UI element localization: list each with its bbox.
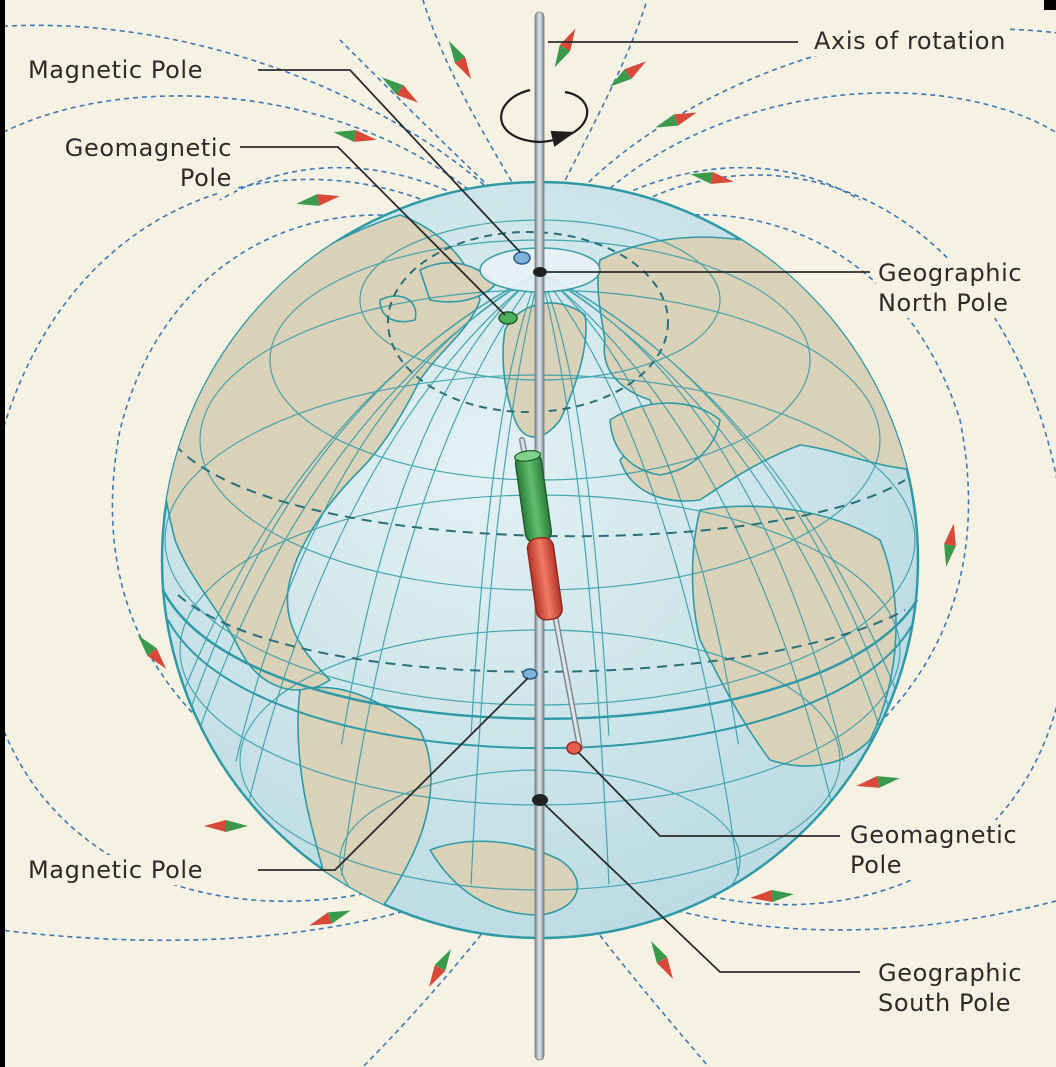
rotation-arrow-icon bbox=[500, 88, 589, 147]
north-magnetic-pole-label: Magnetic Pole bbox=[26, 55, 206, 85]
pole-markers bbox=[498, 251, 582, 806]
leader-south-magnetic-pole bbox=[258, 677, 529, 871]
bar-magnet-icon bbox=[514, 437, 583, 751]
axis-of-rotation-label: Axis of rotation bbox=[812, 26, 1008, 56]
meridian-line-14 bbox=[470, 271, 541, 736]
europe bbox=[609, 402, 721, 476]
south-geomagnetic-pole-label: Geomagnetic Pole bbox=[848, 820, 1020, 880]
compass-needle-icon bbox=[296, 194, 340, 206]
field-line-2 bbox=[559, 92, 1056, 241]
leader-geographic-south-pole bbox=[541, 801, 860, 973]
compass-needle-icon bbox=[856, 776, 900, 788]
north-magnetic-pole-marker bbox=[513, 251, 531, 265]
compass-needle-icon bbox=[204, 820, 248, 832]
meridian-line-5 bbox=[539, 271, 610, 885]
compass-needles bbox=[137, 28, 956, 988]
leader-south-geomagnetic-pole bbox=[577, 751, 840, 837]
north-geomagnetic-pole-marker bbox=[498, 311, 518, 325]
compass-needle-icon bbox=[333, 130, 377, 142]
meridian-line-11 bbox=[166, 271, 541, 785]
meridian-line-13 bbox=[340, 271, 541, 745]
leader-lines bbox=[240, 41, 870, 973]
meridian-line-15 bbox=[539, 271, 610, 736]
south-geomagnetic-pole-marker bbox=[566, 741, 582, 755]
south-magnetic-pole-label: Magnetic Pole bbox=[26, 855, 206, 885]
field-line-7 bbox=[0, 95, 521, 241]
compass-needle-icon bbox=[750, 890, 794, 902]
compass-needle-icon bbox=[651, 940, 673, 980]
leader-north-geomagnetic-pole bbox=[240, 146, 506, 316]
field-line-10 bbox=[219, 166, 525, 237]
meridian-line-8 bbox=[235, 271, 541, 859]
field-line-5 bbox=[555, 166, 861, 237]
compass-needle-icon bbox=[449, 40, 471, 80]
geographic-north-pole-label: Geographic North Pole bbox=[876, 258, 1025, 318]
compass-needle-icon bbox=[137, 635, 167, 669]
compass-needle-icon bbox=[309, 910, 351, 926]
meridian-line-7 bbox=[340, 271, 541, 876]
meridian-line-16 bbox=[539, 271, 740, 745]
field-line-6 bbox=[0, 24, 529, 231]
compass-needle-icon bbox=[655, 112, 697, 128]
leader-north-magnetic-pole bbox=[258, 69, 521, 253]
north-geomagnetic-pole-label: Geomagnetic Pole bbox=[24, 133, 234, 193]
south-magnetic-pole-marker bbox=[522, 668, 538, 680]
arctic-circle bbox=[387, 231, 669, 413]
meridian-line-17 bbox=[539, 271, 845, 762]
compass-needle-icon bbox=[429, 948, 451, 988]
globe bbox=[160, 180, 920, 940]
geographic-south-pole-label: Geographic South Pole bbox=[876, 958, 1025, 1018]
meridian-line-4 bbox=[539, 271, 740, 876]
compass-needle-icon bbox=[944, 523, 956, 567]
compass-needle-icon bbox=[554, 28, 576, 68]
meridian-line-3 bbox=[539, 271, 845, 859]
meridian-line-12 bbox=[235, 271, 541, 762]
meridian-line-18 bbox=[539, 271, 914, 785]
greenland bbox=[502, 302, 587, 438]
geographic-north-pole-marker bbox=[533, 267, 547, 277]
north-america bbox=[162, 214, 481, 691]
compass-needle-icon bbox=[690, 172, 734, 184]
compass-needle-icon bbox=[381, 77, 419, 103]
compass-needle-icon bbox=[609, 61, 647, 87]
tropic-line bbox=[177, 594, 906, 673]
field-line-14 bbox=[559, 865, 1056, 931]
meridian-line-6 bbox=[470, 271, 541, 885]
